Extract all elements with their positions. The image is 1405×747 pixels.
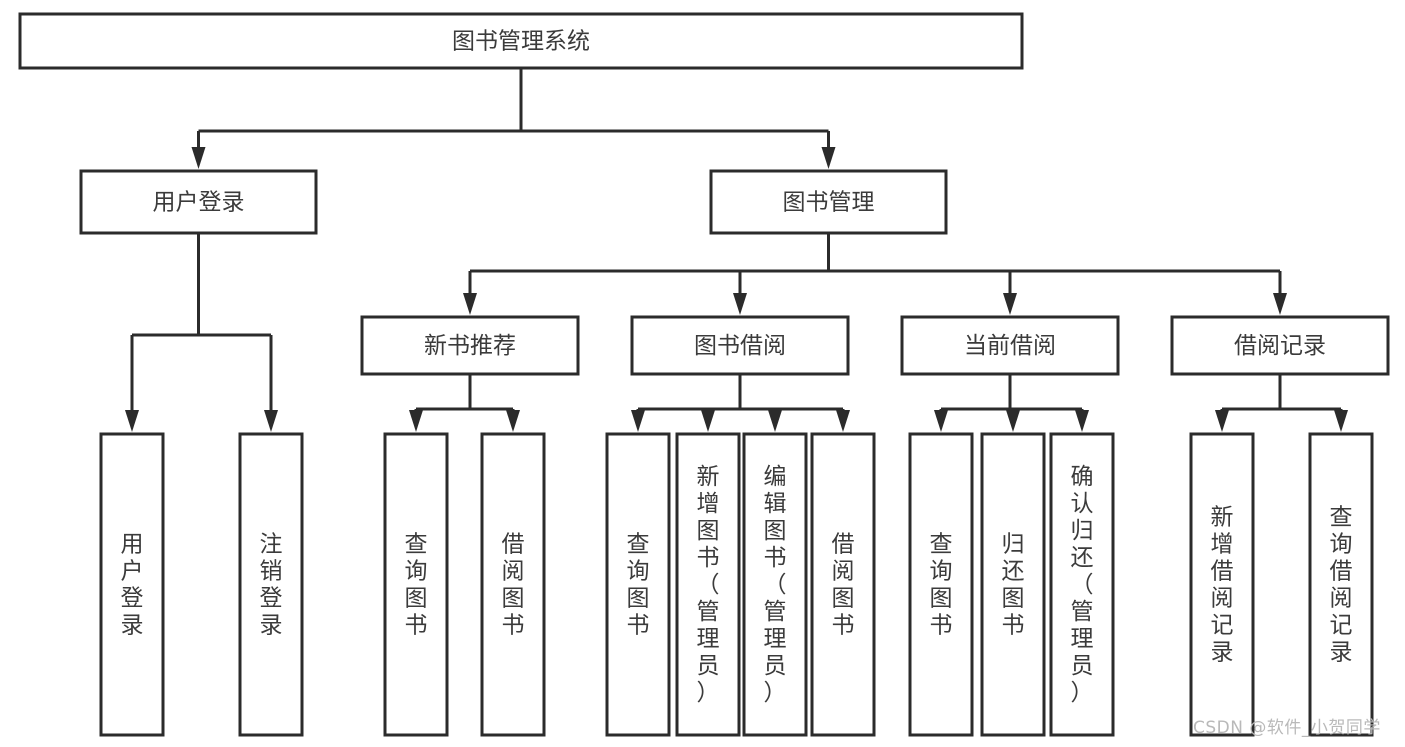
node-label: 新书推荐 <box>424 333 516 359</box>
node-level3-2[interactable]: 当前借阅 <box>900 315 1120 376</box>
node-leaf-10[interactable]: 确认归还（管理员） <box>1049 432 1115 737</box>
arrow-head-icon <box>264 410 278 432</box>
node-leaf-6[interactable]: 编辑图书（管理员） <box>742 432 808 737</box>
node-rect <box>383 432 449 737</box>
node-rect <box>908 432 974 737</box>
node-rect <box>900 315 1120 376</box>
arrow-head-icon <box>409 410 423 432</box>
node-level2-1[interactable]: 图书管理 <box>709 169 948 235</box>
arrow-head-icon <box>125 410 139 432</box>
node-rect <box>1189 432 1255 737</box>
arrow-head-icon <box>506 410 520 432</box>
node-label: 图书管理系统 <box>452 29 590 55</box>
node-leaf-5[interactable]: 新增图书（管理员） <box>675 432 741 737</box>
node-rect <box>810 432 876 737</box>
arrow-head-icon <box>768 410 782 432</box>
node-rect <box>79 169 318 235</box>
arrow-head-icon <box>1006 410 1020 432</box>
node-leaf-1[interactable]: 注销登录 <box>238 432 304 737</box>
node-label: 用户登录 <box>153 190 245 216</box>
node-rect <box>709 169 948 235</box>
node-label-vertical: 借阅图书 <box>502 532 525 639</box>
node-leaf-0[interactable]: 用户登录 <box>99 432 165 737</box>
arrow-head-icon <box>191 147 206 169</box>
arrow-head-icon <box>934 410 948 432</box>
node-label-vertical: 查询图书 <box>930 532 953 639</box>
node-rect <box>99 432 165 737</box>
node-rect <box>360 315 580 376</box>
node-label-vertical: 注销登录 <box>260 532 283 639</box>
arrow-head-icon <box>631 410 645 432</box>
arrow-head-icon <box>1334 410 1348 432</box>
node-rect <box>480 432 546 737</box>
node-rect <box>742 432 808 737</box>
node-leaf-8[interactable]: 查询图书 <box>908 432 974 737</box>
node-label-vertical: 新增借阅记录 <box>1211 505 1234 666</box>
node-label-vertical: 新增图书（管理员） <box>697 464 720 706</box>
edge-layer <box>125 68 1348 432</box>
node-leaf-3[interactable]: 借阅图书 <box>480 432 546 737</box>
node-leaf-9[interactable]: 归还图书 <box>980 432 1046 737</box>
arrow-head-icon <box>1003 293 1017 315</box>
arrow-head-icon <box>733 293 747 315</box>
node-leaf-2[interactable]: 查询图书 <box>383 432 449 737</box>
arrow-head-icon <box>1215 410 1229 432</box>
node-leaf-12[interactable]: 查询借阅记录 <box>1308 432 1374 737</box>
node-rect <box>675 432 741 737</box>
arrow-head-icon <box>1273 293 1287 315</box>
node-rect <box>980 432 1046 737</box>
arrow-head-icon <box>463 293 477 315</box>
node-level3-1[interactable]: 图书借阅 <box>630 315 850 376</box>
node-leaf-7[interactable]: 借阅图书 <box>810 432 876 737</box>
node-rect <box>1308 432 1374 737</box>
node-label-vertical: 归还图书 <box>1002 532 1025 639</box>
node-label-vertical: 查询图书 <box>405 532 428 639</box>
node-root-system[interactable]: 图书管理系统 <box>18 12 1024 70</box>
arrow-head-icon <box>701 410 715 432</box>
node-rect <box>238 432 304 737</box>
node-label: 当前借阅 <box>964 333 1056 359</box>
node-rect <box>18 12 1024 70</box>
node-leaf-4[interactable]: 查询图书 <box>605 432 671 737</box>
node-label-vertical: 编辑图书（管理员） <box>764 464 787 706</box>
arrow-head-icon <box>1075 410 1089 432</box>
node-label-vertical: 查询图书 <box>627 532 650 639</box>
node-label: 图书借阅 <box>694 333 786 359</box>
arrow-head-icon <box>836 410 850 432</box>
node-level3-0[interactable]: 新书推荐 <box>360 315 580 376</box>
node-label-vertical: 用户登录 <box>121 532 144 639</box>
node-level3-3[interactable]: 借阅记录 <box>1170 315 1390 376</box>
node-label: 借阅记录 <box>1234 333 1326 359</box>
arrow-head-icon <box>821 147 836 169</box>
node-label-vertical: 确认归还（管理员） <box>1071 464 1094 706</box>
node-rect <box>1170 315 1390 376</box>
node-label-vertical: 借阅图书 <box>832 532 855 639</box>
node-label: 图书管理 <box>783 190 875 216</box>
node-layer: 图书管理系统用户登录图书管理新书推荐图书借阅当前借阅借阅记录用户登录注销登录查询… <box>18 12 1390 737</box>
node-rect <box>605 432 671 737</box>
node-rect <box>630 315 850 376</box>
node-label-vertical: 查询借阅记录 <box>1330 505 1353 666</box>
node-leaf-11[interactable]: 新增借阅记录 <box>1189 432 1255 737</box>
node-rect <box>1049 432 1115 737</box>
node-level2-0[interactable]: 用户登录 <box>79 169 318 235</box>
